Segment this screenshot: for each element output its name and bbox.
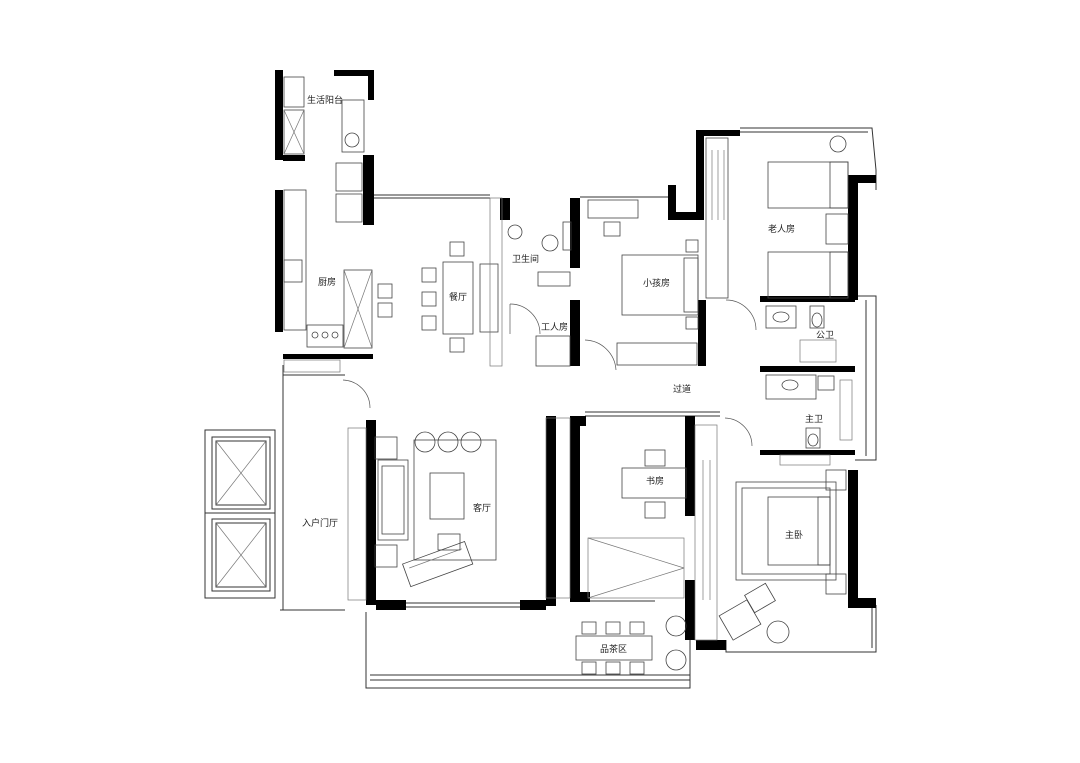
tea-area-furniture	[575, 615, 687, 675]
label-master-bedroom: 主卧	[785, 529, 803, 541]
kids-room-furniture	[584, 199, 699, 371]
label-living-room: 客厅	[473, 502, 491, 514]
label-dining: 餐厅	[449, 291, 467, 303]
elder-room-furniture	[705, 135, 849, 331]
outline-lines	[280, 127, 877, 689]
public-bath-fixtures	[765, 305, 837, 363]
label-corridor: 过道	[673, 383, 691, 395]
master-bedroom-furniture	[718, 469, 847, 644]
label-maid-room: 工人房	[541, 321, 568, 333]
walls	[275, 70, 876, 650]
label-entrance-hall: 入户门厅	[302, 517, 338, 529]
study-furniture	[545, 417, 718, 641]
label-master-bath: 主卫	[805, 413, 823, 425]
label-tea-area: 品茶区	[600, 643, 627, 655]
elevator-shafts	[204, 429, 276, 599]
label-kitchen: 厨房	[318, 276, 336, 288]
room-labels: 生活阳台 厨房 餐厅 卫生间 工人房 小孩房 老人房 公卫 过道 主卫 入户门厅…	[302, 94, 834, 655]
bathroom-maid-fixtures	[489, 197, 572, 367]
label-elder-room: 老人房	[768, 223, 795, 235]
label-bathroom: 卫生间	[512, 253, 539, 265]
master-bath-fixtures	[724, 374, 853, 466]
laundry-fixtures	[283, 76, 365, 223]
label-study: 书房	[646, 475, 664, 487]
kitchen-fixtures	[283, 189, 373, 373]
label-laundry-balcony: 生活阳台	[307, 94, 343, 106]
label-public-bath: 公卫	[816, 330, 834, 341]
label-kids-room: 小孩房	[643, 277, 670, 289]
dining-furniture	[377, 241, 499, 353]
living-room-furniture	[342, 379, 497, 601]
